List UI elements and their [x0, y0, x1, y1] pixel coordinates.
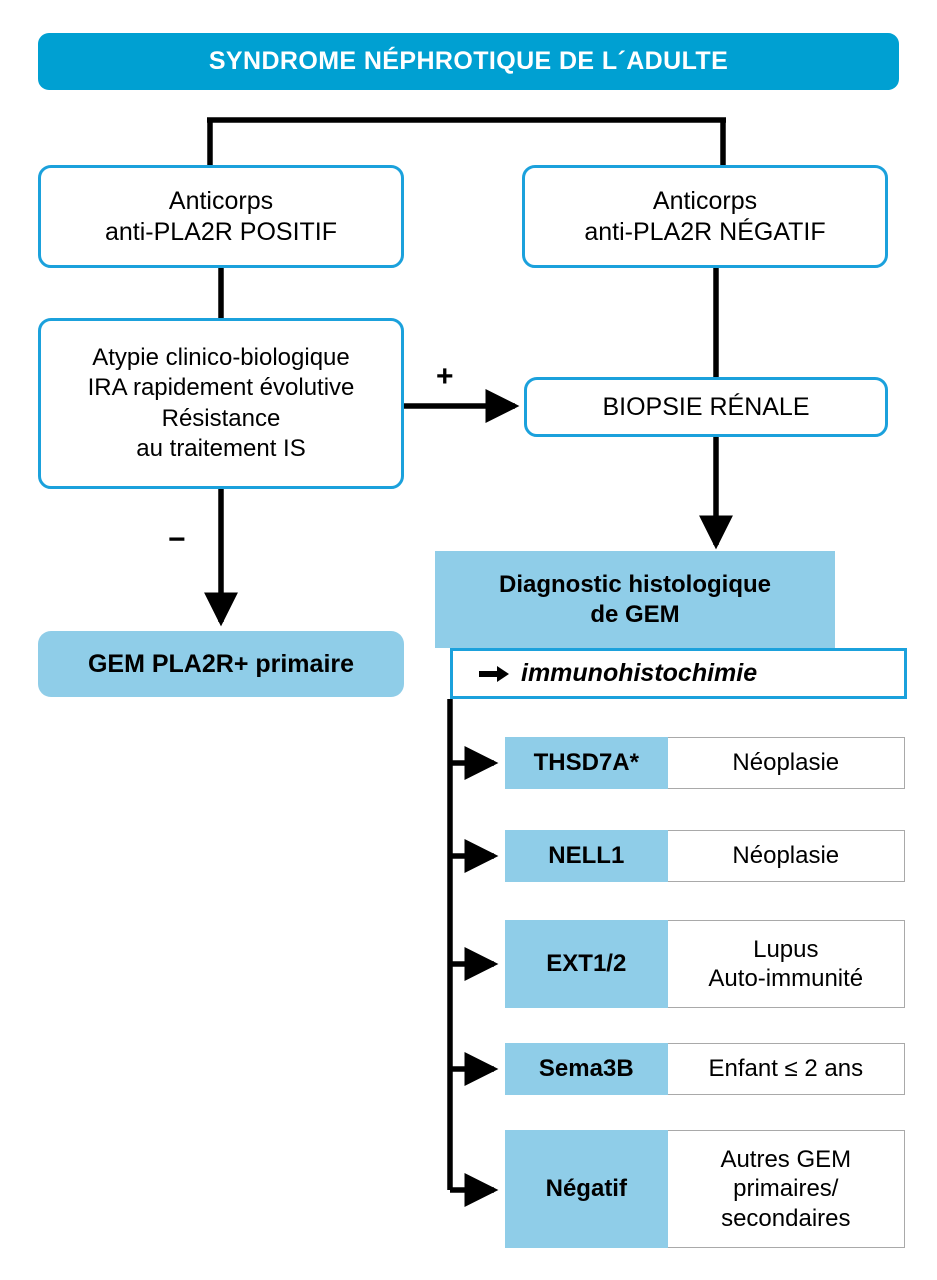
page-title-text: SYNDROME NÉPHROTIQUE DE L´ADULTE: [208, 47, 729, 75]
table-row: Sema3B Enfant ≤ 2 ans: [505, 1043, 905, 1095]
marker-antigen: THSD7A*: [505, 737, 668, 789]
marker-association: Néoplasie: [667, 830, 905, 882]
node-renal-biopsy: BIOPSIE RÉNALE: [524, 377, 888, 437]
node-renal-biopsy-label: BIOPSIE RÉNALE: [602, 392, 810, 421]
marker-antigen: EXT1/2: [505, 920, 668, 1008]
edge-label-plus: +: [436, 360, 454, 393]
node-immunohistochemistry: immunohistochimie: [450, 648, 907, 699]
table-row: THSD7A* Néoplasie: [505, 737, 905, 789]
marker-association: Enfant ≤ 2 ans: [667, 1043, 905, 1095]
marker-antigen: Négatif: [505, 1130, 668, 1248]
edge-label-minus: −: [168, 523, 186, 556]
node-immunohistochemistry-label: immunohistochimie: [521, 659, 758, 687]
page-title: SYNDROME NÉPHROTIQUE DE L´ADULTE: [38, 33, 899, 90]
node-gem-pla2r-primary: GEM PLA2R+ primaire: [38, 631, 404, 697]
marker-antigen: NELL1: [505, 830, 668, 882]
right-arrow-icon: [479, 664, 509, 684]
table-row: NELL1 Néoplasie: [505, 830, 905, 882]
marker-association: Néoplasie: [667, 737, 905, 789]
node-gem-pla2r-primary-label: GEM PLA2R+ primaire: [87, 649, 355, 678]
marker-antigen: Sema3B: [505, 1043, 668, 1095]
